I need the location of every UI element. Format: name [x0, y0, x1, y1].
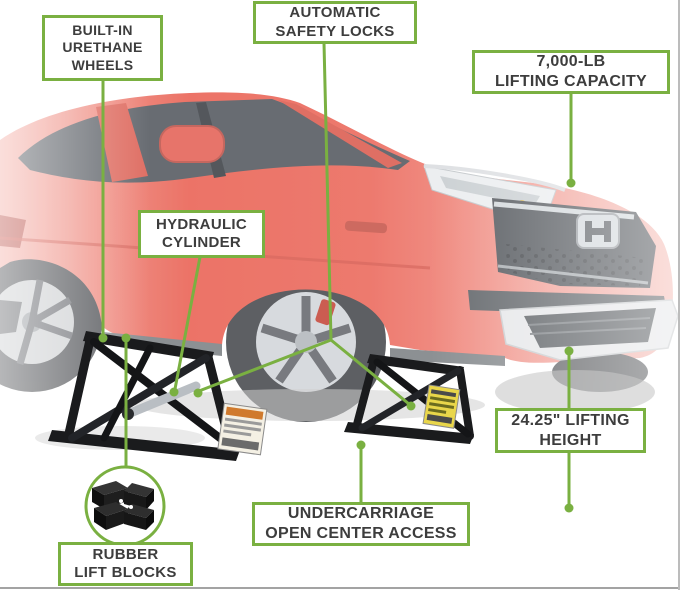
warning-sticker-rear: [217, 402, 268, 456]
dot-hydraulic-cylinder: [169, 387, 179, 397]
door-handle-front: [344, 220, 388, 234]
callout-lines: [101, 42, 573, 505]
dot-rubber-blocks: [121, 333, 131, 343]
rubber-blocks-inset: [84, 465, 166, 547]
a-pillar: [278, 100, 402, 168]
callout-hydraulic-cylinder: HYDRAULIC CYLINDER: [138, 210, 265, 258]
callout-lifting-height: 24.25" LIFTING HEIGHT: [495, 408, 646, 453]
front-scissor-lift: [344, 354, 474, 444]
dot-height-top: [564, 346, 574, 356]
hydraulic-cylinder-part: [123, 381, 201, 419]
callout-automatic-safety-locks: AUTOMATIC SAFETY LOCKS: [253, 1, 417, 44]
rear-scissor-lift: [48, 331, 268, 461]
image-bottom-edge: [0, 587, 680, 589]
dot-lifting-capacity: [566, 178, 576, 188]
image-right-edge: [678, 0, 680, 590]
callout-built-in-urethane-wheels: BUILT-IN URETHANE WHEELS: [42, 15, 163, 81]
dot-urethane-wheels: [98, 333, 108, 343]
dot-undercarriage: [356, 440, 366, 450]
dot-height-ground: [564, 503, 574, 513]
callout-dots: [98, 178, 576, 513]
line-safety-locks: [198, 42, 410, 406]
callout-rubber-lift-blocks: RUBBER LIFT BLOCKS: [58, 542, 193, 586]
line-hydraulic-cylinder: [173, 256, 202, 390]
warning-sticker-front: [422, 384, 461, 429]
dot-safety-lock-front: [406, 401, 416, 411]
ground-shadow-front: [495, 370, 655, 414]
callout-undercarriage-access: UNDERCARRIAGE OPEN CENTER ACCESS: [252, 502, 470, 546]
side-mirror: [159, 125, 225, 163]
callout-lifting-capacity: 7,000-LB LIFTING CAPACITY: [472, 50, 670, 94]
dot-safety-lock-rear: [193, 388, 203, 398]
